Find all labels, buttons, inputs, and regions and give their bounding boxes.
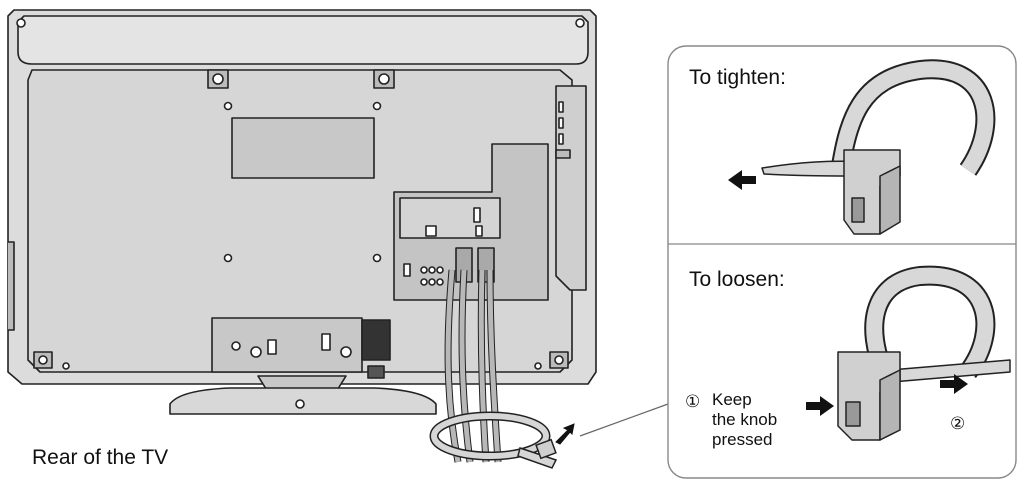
callout-pointer xyxy=(579,403,669,437)
vent-slot xyxy=(558,101,564,113)
vent-slot xyxy=(558,117,564,129)
port xyxy=(428,278,436,286)
left-side-buttons xyxy=(8,241,15,331)
hole xyxy=(62,362,70,370)
corner-screw-tl xyxy=(16,18,26,28)
cable-tie-on-bundle xyxy=(429,411,558,469)
port xyxy=(425,225,437,237)
side-vent-panel xyxy=(555,85,587,291)
port xyxy=(340,346,352,358)
mount-boss-right xyxy=(373,69,395,89)
rear-of-tv-caption: Rear of the TV xyxy=(32,446,169,469)
tighten-label: To tighten: xyxy=(689,66,786,89)
port xyxy=(231,341,241,351)
hole xyxy=(223,253,233,263)
port xyxy=(436,266,444,274)
step-2-number: ② xyxy=(950,414,966,433)
port xyxy=(420,278,428,286)
port xyxy=(403,263,411,277)
step-1-line: Keep xyxy=(712,390,752,409)
port xyxy=(321,333,331,351)
tv-top-panel xyxy=(17,15,589,65)
port xyxy=(420,266,428,274)
vent-slot xyxy=(558,133,564,145)
terminal-inner xyxy=(399,197,501,239)
tie-loosen-illustration xyxy=(837,265,1011,441)
port xyxy=(428,266,436,274)
press-knob-arrow-icon xyxy=(806,396,834,416)
mount-boss-bl xyxy=(33,351,53,369)
mount-boss-br xyxy=(549,351,569,369)
port xyxy=(250,346,262,358)
tighten-arrow-icon xyxy=(728,170,756,190)
step-1-line: pressed xyxy=(712,430,773,449)
step-1-line: the knob xyxy=(712,410,778,429)
tie-pointer-arrow xyxy=(555,423,575,445)
label-plate xyxy=(231,117,375,179)
loosen-label: To loosen: xyxy=(689,268,785,291)
power-box xyxy=(361,319,391,361)
stand-screw xyxy=(295,399,305,409)
cable-bundle xyxy=(444,269,502,463)
mount-boss-left xyxy=(207,69,229,89)
step-1-text: Keep the knob pressed xyxy=(712,390,822,450)
hole xyxy=(223,101,233,111)
step-1-number: ① xyxy=(685,392,701,411)
port xyxy=(436,278,444,286)
bottom-connector-panel xyxy=(211,317,363,373)
tv-rear xyxy=(7,9,597,415)
port xyxy=(267,339,277,355)
vent-latch xyxy=(555,149,571,159)
hole xyxy=(534,362,542,370)
ac-inlet xyxy=(367,365,385,379)
hole xyxy=(372,253,382,263)
port xyxy=(475,225,483,237)
tie-tighten-illustration xyxy=(761,59,996,235)
port xyxy=(473,207,481,223)
corner-screw-tr xyxy=(575,18,585,28)
pull-arrow-icon xyxy=(940,374,968,394)
hole xyxy=(372,101,382,111)
